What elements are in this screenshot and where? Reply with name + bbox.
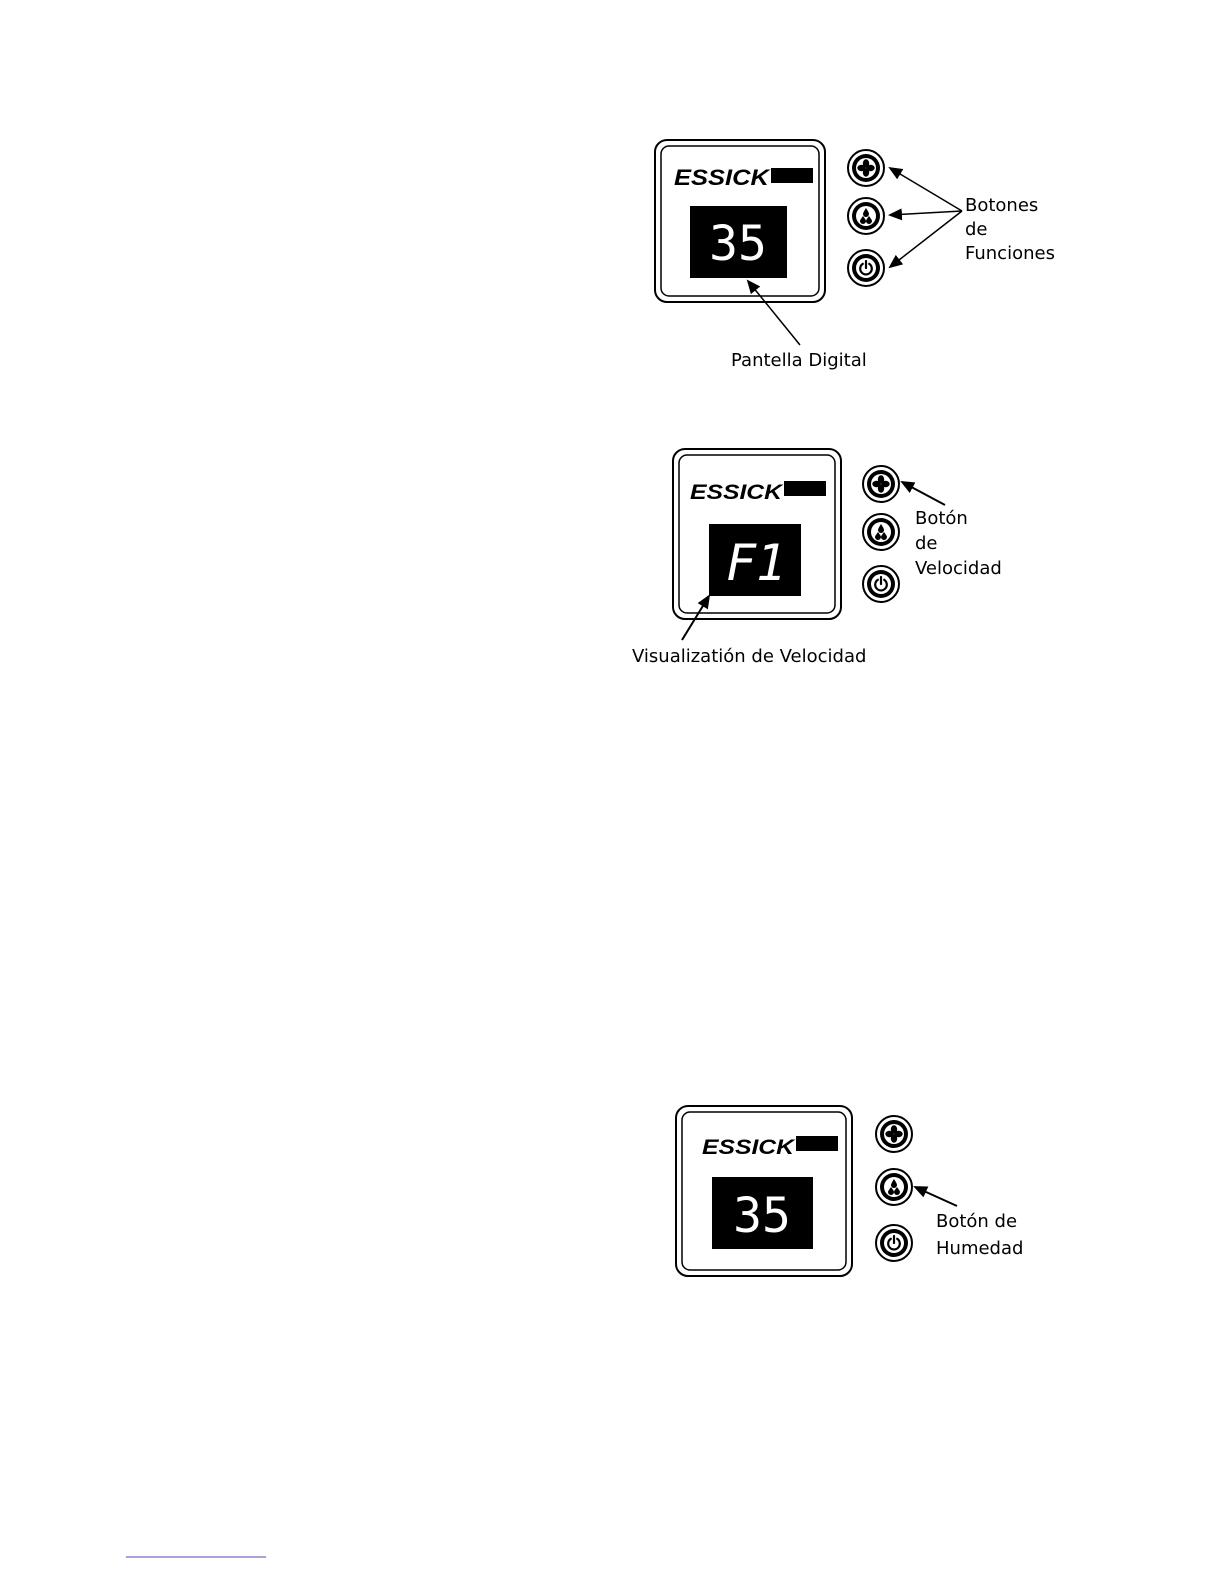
- logo-stripes: [784, 481, 826, 496]
- humidity-button[interactable]: [848, 198, 884, 234]
- callout-arrow-fan: [890, 168, 962, 211]
- speed-button-label-line-1: Botón: [915, 508, 968, 529]
- fan-button[interactable]: [863, 466, 899, 502]
- humidity-icon: [876, 1169, 912, 1205]
- power-icon: [863, 566, 899, 602]
- functions-label-line-3: Funciones: [965, 243, 1055, 264]
- brand-logo: ESSICK: [702, 1136, 796, 1159]
- brand-logo: ESSICK: [690, 481, 784, 504]
- power-button[interactable]: [876, 1225, 912, 1261]
- power-icon: [848, 250, 884, 286]
- functions-label-line-1: Botones: [965, 195, 1038, 216]
- panel-1: ESSICK 35 Botones de Funciones Pantella …: [655, 140, 1055, 371]
- power-button[interactable]: [863, 566, 899, 602]
- humidity-icon: [848, 198, 884, 234]
- display-readout: F1: [726, 534, 786, 592]
- fan-icon: [848, 150, 884, 186]
- brand-logo: ESSICK: [674, 165, 771, 190]
- speed-button-label-line-3: Velocidad: [915, 558, 1002, 579]
- speed-button-label-line-2: de: [915, 533, 938, 554]
- callout-arrow-humidity: [890, 211, 962, 215]
- panel-2: ESSICK F1 Botón de Velocidad Visualizati…: [632, 449, 1002, 667]
- power-button[interactable]: [848, 250, 884, 286]
- fan-icon: [876, 1116, 912, 1152]
- display-label: Pantella Digital: [731, 350, 867, 371]
- speed-display-label: Visualizatión de Velocidad: [632, 646, 866, 667]
- fan-button[interactable]: [848, 150, 884, 186]
- humidity-button[interactable]: [876, 1169, 912, 1205]
- callout-arrow-power: [890, 211, 962, 267]
- power-icon: [876, 1225, 912, 1261]
- fan-button[interactable]: [876, 1116, 912, 1152]
- humidity-icon: [863, 514, 899, 550]
- fan-icon: [863, 466, 899, 502]
- callout-arrow-fan: [902, 482, 945, 505]
- logo-stripes: [771, 168, 813, 183]
- logo-stripes: [796, 1136, 838, 1151]
- panel-3: ESSICK 35 Botón de Humedad: [676, 1106, 1023, 1276]
- display-readout: 35: [709, 216, 767, 272]
- display-readout: 35: [733, 1188, 791, 1244]
- humidity-button-label-line-1: Botón de: [936, 1211, 1017, 1232]
- callout-arrow-humidity: [915, 1187, 957, 1206]
- humidity-button[interactable]: [863, 514, 899, 550]
- humidity-button-label-line-2: Humedad: [936, 1238, 1023, 1259]
- functions-label-line-2: de: [965, 219, 988, 240]
